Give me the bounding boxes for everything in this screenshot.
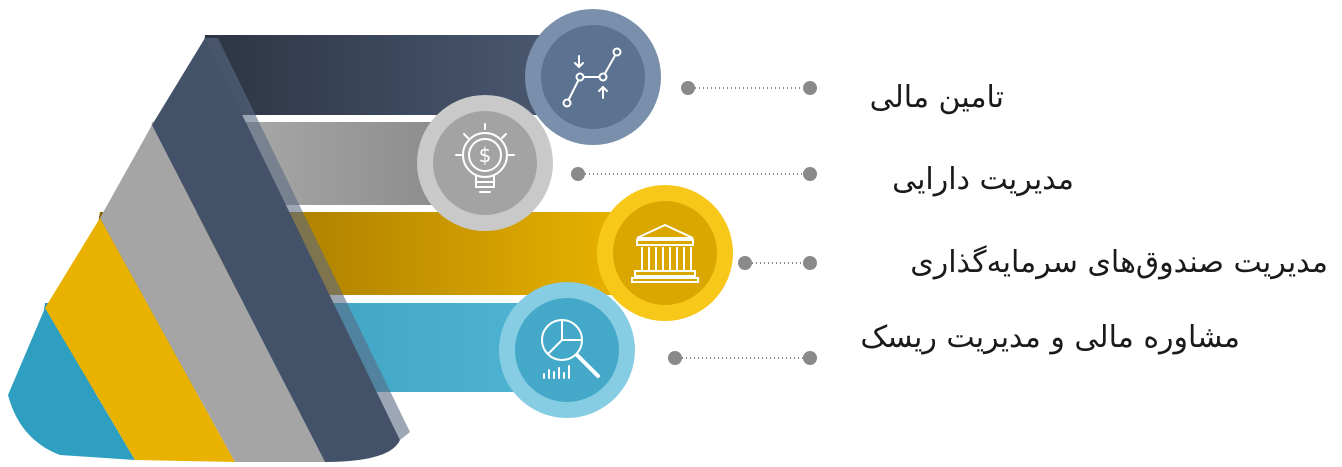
label-financing: تامین مالی bbox=[869, 80, 1004, 115]
ribbon-navy bbox=[152, 38, 400, 462]
ribbon-gray bbox=[100, 125, 325, 462]
band-1 bbox=[203, 35, 560, 115]
ribbon-highlight bbox=[205, 38, 410, 440]
circle-2 bbox=[417, 95, 553, 231]
connector-4 bbox=[668, 351, 817, 365]
ribbon-teal bbox=[8, 308, 135, 460]
money-lightbulb-icon: $ bbox=[455, 123, 515, 193]
connector-1 bbox=[681, 81, 817, 95]
connector-3 bbox=[738, 256, 817, 270]
label-advisory-risk: مشاوره مالی و مدیریت ریسک bbox=[860, 320, 1240, 355]
svg-text:$: $ bbox=[479, 143, 492, 167]
circle-3 bbox=[597, 185, 733, 321]
ribbon-yellow bbox=[45, 218, 235, 462]
circle-4 bbox=[499, 282, 635, 418]
connector-2 bbox=[571, 167, 817, 181]
bank-building-icon bbox=[631, 223, 699, 283]
label-investment-funds: مدیریت صندوق‌های سرمایه‌گذاری bbox=[910, 245, 1328, 280]
pie-chart-magnifier-icon bbox=[541, 319, 600, 379]
growth-chart-icon bbox=[562, 47, 622, 108]
label-asset-management: مدیریت دارایی bbox=[892, 162, 1074, 197]
